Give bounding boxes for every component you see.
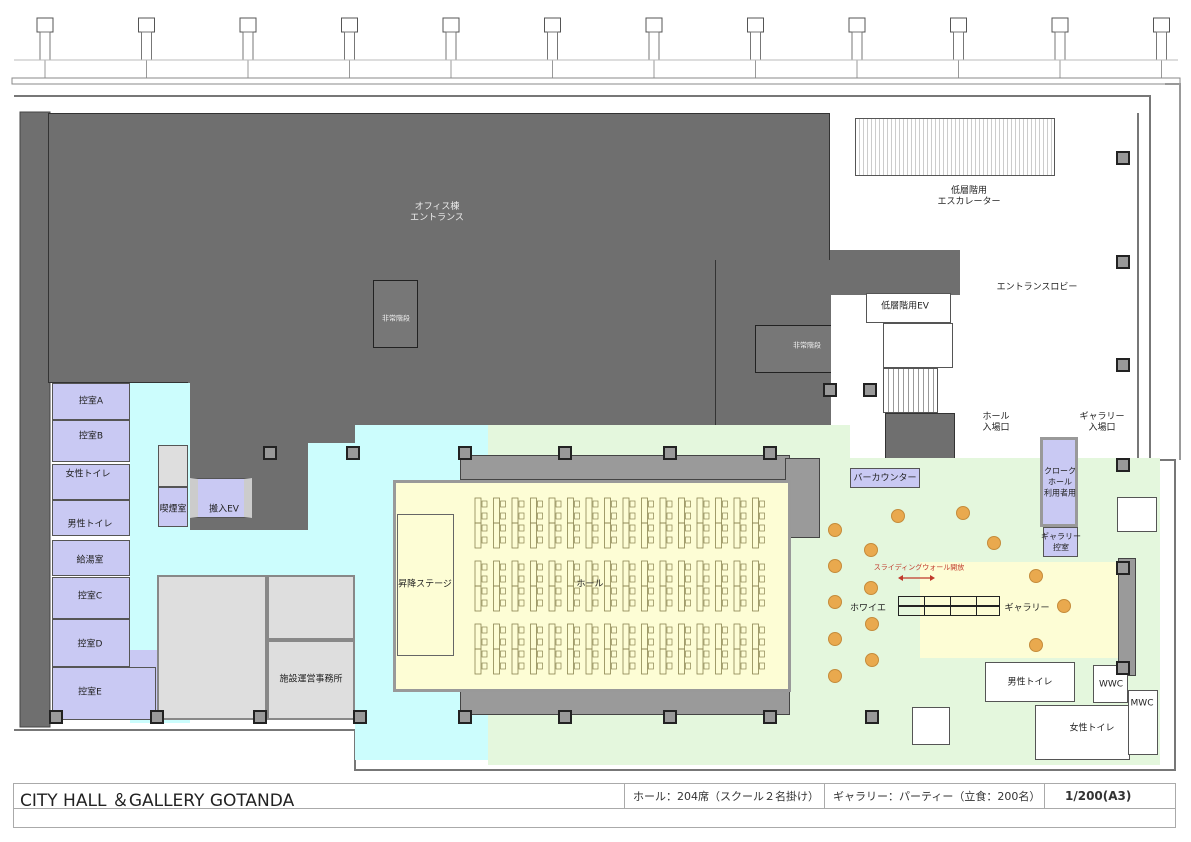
waiting-room-b[interactable] xyxy=(52,420,130,462)
facade-pillar xyxy=(239,17,257,78)
label-office-entrance: オフィス棟 エントランス xyxy=(410,202,464,223)
label-waiting-d: 控室D xyxy=(77,639,103,650)
mwc-room[interactable] xyxy=(1128,690,1158,755)
service-room xyxy=(158,445,188,487)
toilet-entrance-right xyxy=(1117,497,1157,532)
label-womens-toilet-right: 女性トイレ xyxy=(1069,723,1115,734)
facade-pillars xyxy=(14,17,1178,78)
wwc-room[interactable] xyxy=(1093,665,1128,703)
label-waiting-b: 控室B xyxy=(78,431,104,442)
waiting-room-e[interactable] xyxy=(52,667,156,720)
emergency-stairs-center xyxy=(755,325,845,373)
facade-pillar xyxy=(442,17,460,78)
outer-wall xyxy=(11,77,1181,85)
gallery-waiting-room[interactable] xyxy=(1043,527,1078,557)
label-mens-toilet-right: 男性トイレ xyxy=(1007,677,1053,688)
cloak-room[interactable] xyxy=(1040,437,1078,527)
label-cloak: クローク ホール 利用者用 xyxy=(1044,466,1076,498)
facade-pillar xyxy=(36,17,54,78)
ev-shafts xyxy=(883,323,953,368)
label-gallery: ギャラリー xyxy=(1004,603,1050,614)
kitchenette[interactable] xyxy=(52,540,130,576)
scale: 1/200(A3) xyxy=(1044,784,1177,808)
storage-room-left xyxy=(157,575,267,720)
label-freight-ev: 搬入EV xyxy=(209,504,239,515)
multipurpose-toilet xyxy=(912,707,950,745)
stage[interactable] xyxy=(397,514,454,656)
escalator xyxy=(855,118,1055,176)
bar-counter[interactable] xyxy=(850,468,920,488)
hall-capacity: ホール：204席（スクール２名掛け） xyxy=(624,784,824,808)
label-entrance-lobby: エントランスロビー xyxy=(996,282,1078,293)
label-sliding-wall: スライディングウォール開放 xyxy=(873,563,965,572)
label-waiting-a: 控室A xyxy=(78,396,104,407)
facade-pillar xyxy=(848,17,866,78)
facade-pillar xyxy=(1153,17,1170,78)
label-wwc: WWC xyxy=(1098,679,1124,690)
gallery-right-wall xyxy=(1118,558,1136,676)
freight-ev[interactable] xyxy=(190,478,252,518)
waiting-room-a[interactable] xyxy=(52,383,130,420)
office-building-area xyxy=(48,113,830,383)
label-gallery-waiting: ギャラリー 控室 xyxy=(1041,532,1081,552)
label-mens-toilet-left: 男性トイレ xyxy=(67,519,113,530)
smoking-room[interactable] xyxy=(158,487,188,527)
label-stage: 昇降ステージ xyxy=(398,579,452,590)
facility-office[interactable] xyxy=(267,640,355,720)
title-block: CITY HALL ＆GALLERY GOTANDA ホール：204席（スクール… xyxy=(13,783,1177,811)
label-waiting-e: 控室E xyxy=(78,687,102,698)
label-hall-entrance: ホール 入場口 xyxy=(982,412,1010,433)
label-escalator: 低層階用 エスカレーター xyxy=(937,186,1001,207)
waiting-room-c[interactable] xyxy=(52,577,130,619)
gallery-capacity: ギャラリー：パーティー（立食：200名） xyxy=(824,784,1044,808)
label-emergency-stairs-1: 非常階段 xyxy=(382,314,410,323)
label-gallery-entrance: ギャラリー 入場口 xyxy=(1079,412,1125,433)
facade-pillar xyxy=(950,17,967,78)
facade-pillar xyxy=(138,17,155,78)
label-emergency-stairs-2: 非常階段 xyxy=(793,341,821,350)
label-mwc: MWC xyxy=(1130,698,1154,709)
plan-title: CITY HALL ＆GALLERY GOTANDA xyxy=(20,791,295,811)
label-hall: ホール xyxy=(576,579,604,590)
waiting-room-d[interactable] xyxy=(52,619,130,667)
title-block-blank-row xyxy=(13,808,1176,828)
facade-pillar xyxy=(544,17,561,78)
facade-pillar xyxy=(645,17,663,78)
label-bar-counter: バーカウンター xyxy=(853,473,917,484)
label-facility-office: 施設運営事務所 xyxy=(279,674,343,685)
hall-bottom-wall xyxy=(460,690,790,715)
womens-toilet-left[interactable] xyxy=(52,464,130,500)
storage-room-right xyxy=(267,575,355,640)
lower-floor-ev xyxy=(866,293,951,323)
emergency-stairs-left xyxy=(373,280,418,348)
corridor-mid xyxy=(130,530,390,575)
label-foyer: ホワイエ xyxy=(850,603,886,614)
label-womens-toilet-left: 女性トイレ xyxy=(65,469,111,480)
label-waiting-c: 控室C xyxy=(77,591,103,602)
womens-toilet-right[interactable] xyxy=(1035,705,1130,760)
lobby-dark-core xyxy=(830,250,960,295)
facade-pillar xyxy=(341,17,358,78)
hall-top-wall xyxy=(460,455,790,480)
mens-toilet-left[interactable] xyxy=(52,500,130,536)
stairs-white xyxy=(883,368,938,413)
facade-pillar xyxy=(747,17,764,78)
mens-toilet-right[interactable] xyxy=(985,662,1075,702)
facade-pillar xyxy=(1051,17,1069,78)
sliding-wall[interactable] xyxy=(898,596,1000,616)
label-lower-ev: 低層階用EV xyxy=(881,301,929,312)
label-smoking-room: 喫煙室 xyxy=(159,504,187,515)
label-kitchenette: 給湯室 xyxy=(76,555,104,566)
